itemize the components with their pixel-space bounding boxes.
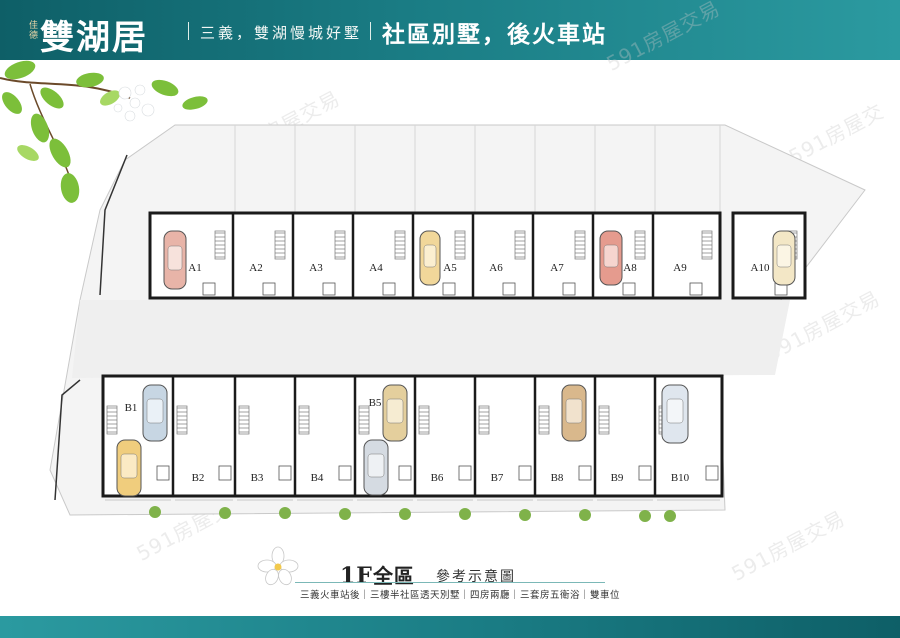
car-b10 — [661, 384, 689, 444]
car-b5b — [363, 439, 389, 496]
logo: 雙湖居 — [40, 18, 148, 58]
leaf-decoration — [0, 60, 208, 203]
unit-label-a8: A8 — [623, 262, 637, 274]
unit-label-b1: B1 — [125, 402, 138, 414]
unit-b5: B5 — [353, 376, 413, 501]
plan-title-num: 1F — [340, 563, 373, 589]
unit-a1: A1 — [188, 230, 226, 296]
unit-label-b9: B9 — [611, 472, 624, 484]
car-a8 — [599, 230, 623, 286]
car-b5a — [382, 384, 408, 442]
unit-b7: B7 — [473, 376, 533, 501]
unit-label-a7: A7 — [550, 262, 564, 274]
row-a: A1 A2 A3 A4 A5 A6 A7 A8 A9 A10 — [148, 211, 807, 300]
unit-label-b10: B10 — [671, 472, 690, 484]
unit-a9: A9 — [651, 213, 713, 298]
unit-b2: B2 — [171, 376, 233, 501]
car-b8 — [561, 384, 587, 442]
unit-label-a2: A2 — [249, 262, 262, 274]
divider — [188, 22, 189, 40]
unit-b1: B1 — [105, 402, 171, 501]
unit-a3: A3 — [291, 213, 346, 298]
unit-label-a10: A10 — [751, 262, 770, 274]
divider — [370, 22, 371, 40]
plan-title-text: 全區 — [372, 564, 415, 588]
unit-a5: A5 — [411, 213, 466, 298]
unit-b6: B6 — [413, 376, 473, 501]
car-a1 — [163, 230, 187, 290]
plan-subtitle: 參考示意圖 — [436, 569, 516, 585]
flower-icon — [257, 546, 299, 586]
unit-b4: B4 — [293, 376, 353, 501]
unit-a7: A7 — [531, 213, 586, 298]
car-a5 — [419, 230, 441, 286]
unit-label-b7: B7 — [491, 472, 504, 484]
unit-label-a5: A5 — [443, 262, 457, 274]
unit-a8: A8 — [591, 213, 646, 298]
unit-a6: A6 — [471, 213, 526, 298]
car-b1b — [116, 439, 142, 497]
footer-banner — [0, 616, 900, 638]
unit-b9: B9 — [593, 376, 653, 501]
unit-label-a4: A4 — [369, 262, 383, 274]
plan-description: 三義火車站後｜三樓半社區透天別墅｜四房兩廳｜三套房五衛浴｜雙車位 — [300, 590, 621, 601]
unit-label-a3: A3 — [309, 262, 323, 274]
unit-label-b6: B6 — [431, 472, 444, 484]
unit-label-b3: B3 — [251, 472, 264, 484]
unit-a2: A2 — [231, 213, 286, 298]
unit-label-a9: A9 — [673, 262, 687, 274]
slogan: 三義，雙湖慢城好墅 — [200, 24, 363, 42]
unit-b3: B3 — [233, 376, 293, 501]
unit-label-b5: B5 — [369, 397, 382, 409]
unit-label-b8: B8 — [551, 472, 564, 484]
tagline: 社區別墅，後火車站 — [382, 21, 607, 48]
unit-label-b4: B4 — [311, 472, 324, 484]
header-banner: 佳德 雙湖居 三義，雙湖慢城好墅 社區別墅，後火車站 — [0, 0, 900, 60]
plan-title: 1F全區 — [340, 560, 415, 589]
divider — [295, 582, 605, 583]
unit-b8: B8 — [533, 376, 593, 501]
unit-label-b2: B2 — [192, 472, 205, 484]
car-a10 — [772, 230, 796, 286]
unit-label-a6: A6 — [489, 262, 503, 274]
unit-label-a1: A1 — [188, 262, 201, 274]
car-b1a — [142, 384, 168, 442]
unit-a4: A4 — [351, 213, 406, 298]
logo-brand: 佳德 — [27, 20, 37, 40]
